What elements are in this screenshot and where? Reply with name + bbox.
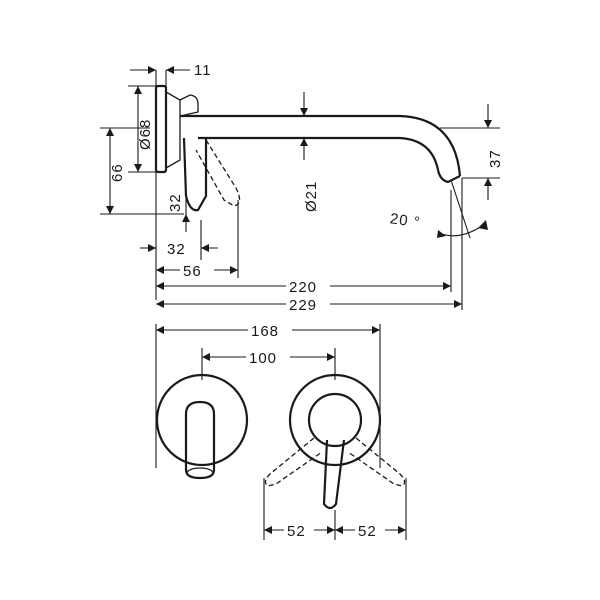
lever-front — [322, 439, 346, 510]
dim-rosette-diameter: Ø68 — [137, 119, 154, 150]
dim-center-distance: 168 — [251, 323, 279, 340]
lever-swing-left — [264, 437, 323, 487]
spout-rosette — [155, 373, 249, 467]
dim-spout-drop: 37 — [487, 149, 504, 168]
mixer-cap — [179, 94, 199, 117]
dim-rosette-depth: 11 — [194, 62, 212, 79]
dim-projection-total: 229 — [289, 297, 317, 314]
dim-spout-diameter: Ø21 — [303, 181, 320, 212]
dim-lever-reach: 56 — [183, 263, 202, 280]
lever-alternate-position — [195, 139, 241, 207]
dim-lever-vertical: 32 — [167, 193, 184, 212]
lever-rosette — [288, 373, 382, 467]
front-view: 168 100 52 52 — [155, 320, 407, 540]
lever-swing-right — [347, 437, 406, 487]
spout-outline-top — [180, 114, 462, 177]
dim-lever-swing-left: 52 — [287, 523, 306, 540]
spout-tip — [436, 169, 461, 184]
lever-hub — [307, 392, 363, 448]
dim-spout-offset: 100 — [249, 350, 277, 367]
lever-handle — [182, 137, 208, 212]
dim-lever-horizontal: 32 — [167, 241, 186, 258]
spout-front — [184, 400, 216, 480]
dim-lever-swing-right: 52 — [358, 523, 377, 540]
spout-outlet — [186, 467, 214, 479]
side-view: 11 Ø68 66 32 32 56 Ø21 — [100, 62, 504, 314]
dim-center-height: 66 — [109, 163, 126, 182]
rosette-plate — [154, 84, 168, 174]
spout-outline-bottom — [198, 136, 440, 171]
dim-spout-angle: 20 ° — [389, 210, 422, 231]
rosette-body — [165, 91, 181, 169]
dim-projection-inner: 220 — [289, 279, 317, 296]
